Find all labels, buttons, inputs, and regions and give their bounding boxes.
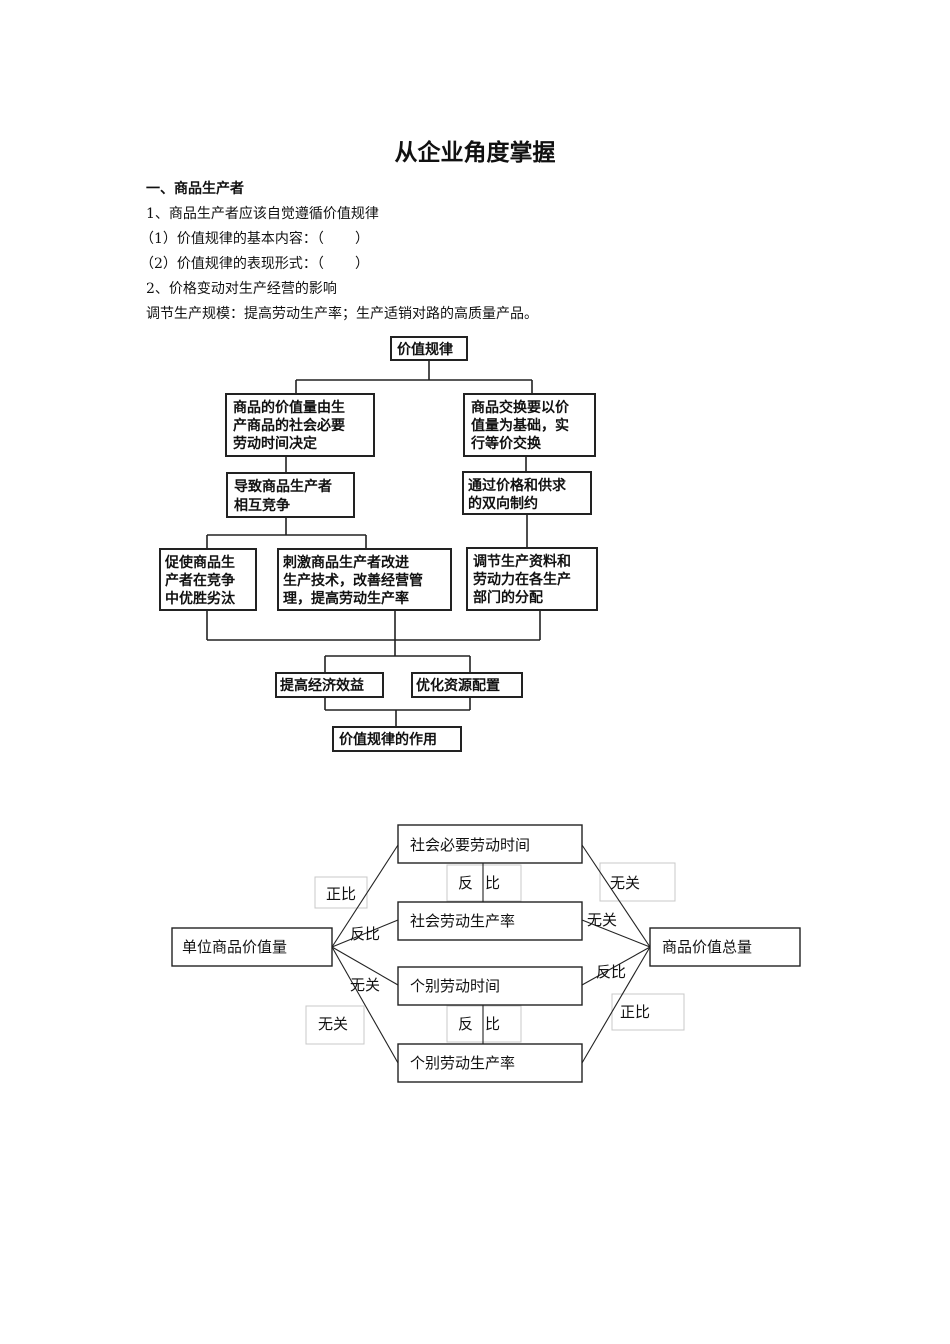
flow-node-allocation: 调节生产资料和 劳动力在各生产 部门的分配 <box>466 547 598 611</box>
label-fanbi: 反比 <box>350 925 380 943</box>
node-unit-value-text: 单位商品价值量 <box>182 938 287 956</box>
flow-text: 值量为基础，实 <box>471 417 569 434</box>
flow-text: 商品交换要以价 <box>471 399 570 416</box>
label-fan: 反 <box>458 1015 473 1033</box>
label-wuguan: 无关 <box>318 1015 348 1033</box>
flow-node-resources: 优化资源配置 <box>411 672 523 698</box>
flow-node-competition: 导致商品生产者 相互竞争 <box>226 472 355 518</box>
paragraph-item-2: 2、价格变动对生产经营的影响 <box>146 281 337 297</box>
flow-text: 部门的分配 <box>473 589 543 606</box>
paragraph-item-2-text: 调节生产规模：提高劳动生产率；生产适销对路的高质量产品。 <box>146 306 538 322</box>
node-individual-productivity: 个别劳动生产率 <box>397 1043 583 1083</box>
node-unit-value: 单位商品价值量 <box>171 927 333 967</box>
flow-text: 导致商品生产者 <box>234 478 332 495</box>
flow-text: 刺激商品生产者改进 <box>283 554 409 571</box>
node-total-value-text: 商品价值总量 <box>662 938 752 956</box>
label-wuguan: 无关 <box>350 976 380 994</box>
node-total-value: 商品价值总量 <box>649 927 801 967</box>
flow-text: 产者在竞争 <box>165 572 235 589</box>
node-text: 社会劳动生产率 <box>410 912 515 930</box>
paragraph-item-1: 1、商品生产者应该自觉遵循价值规律 <box>146 206 379 222</box>
flow-node-value-law: 价值规律 <box>390 336 468 361</box>
node-text: 社会必要劳动时间 <box>410 836 530 854</box>
label-zhengbi: 正比 <box>620 1003 650 1021</box>
flow-text: 理，提高劳动生产率 <box>283 590 409 607</box>
flow-text: 商品的价值量由生 <box>233 399 345 416</box>
flow-text: 相互竞争 <box>234 497 290 514</box>
flow-text: 优化资源配置 <box>416 677 500 694</box>
flow-text: 劳动时间决定 <box>233 435 317 452</box>
label-fanbi: 反比 <box>596 963 626 981</box>
node-text: 个别劳动时间 <box>410 977 500 995</box>
relation-diagram: 单位商品价值量 商品价值总量 社会必要劳动时间 社会劳动生产率 个别劳动时间 个… <box>171 824 801 1083</box>
label-bi: 比 <box>485 874 500 892</box>
node-social-productivity: 社会劳动生产率 <box>397 901 583 941</box>
flow-text: 生产技术，改善经营管 <box>283 572 423 589</box>
flow-text: 调节生产资料和 <box>473 553 571 570</box>
label-wuguan: 无关 <box>587 911 617 929</box>
flow-text: 通过价格和供求 <box>468 477 567 494</box>
paragraph-item-1-1: （1）价值规律的基本内容：（ ） <box>140 231 370 247</box>
paragraph-item-1-2: （2）价值规律的表现形式：（ ） <box>140 256 370 272</box>
flow-text: 的双向制约 <box>468 495 538 512</box>
flow-text: 促使商品生 <box>164 554 235 571</box>
flow-node-equal-exchange: 商品交换要以价 值量为基础，实 行等价交换 <box>463 393 596 457</box>
flow-node-stimulate: 刺激商品生产者改进 生产技术，改善经营管 理，提高劳动生产率 <box>277 548 452 611</box>
value-law-flowchart: 价值规律 商品的价值量由生 产商品的社会必要 劳动时间决定 商品交换要以价 值量… <box>159 336 598 752</box>
flow-text: 价值规律的作用 <box>339 731 437 748</box>
flow-text: 中优胜劣汰 <box>165 590 236 607</box>
flow-text: 提高经济效益 <box>280 677 364 694</box>
label-fan: 反 <box>458 874 473 892</box>
flow-text: 行等价交换 <box>470 435 542 452</box>
flow-text: 劳动力在各生产 <box>473 571 571 588</box>
label-bi: 比 <box>485 1015 500 1033</box>
flow-node-efficiency: 提高经济效益 <box>275 672 384 698</box>
flow-node-role: 价值规律的作用 <box>332 726 462 752</box>
page-title: 从企业角度掌握 <box>394 139 556 166</box>
node-individual-labor-time: 个别劳动时间 <box>397 966 583 1006</box>
flow-text: 产商品的社会必要 <box>233 417 345 434</box>
section-heading: 一、商品生产者 <box>146 181 244 197</box>
label-zhengbi: 正比 <box>326 885 356 903</box>
label-wuguan: 无关 <box>610 874 640 892</box>
flow-node-value-determined: 商品的价值量由生 产商品的社会必要 劳动时间决定 <box>225 393 375 457</box>
flow-node-price-supply: 通过价格和供求 的双向制约 <box>462 471 592 515</box>
node-text: 个别劳动生产率 <box>410 1054 515 1072</box>
node-social-labor-time: 社会必要劳动时间 <box>397 824 583 864</box>
flow-node-survival: 促使商品生 产者在竞争 中优胜劣汰 <box>159 548 257 611</box>
flow-node-value-law-text: 价值规律 <box>397 341 453 358</box>
